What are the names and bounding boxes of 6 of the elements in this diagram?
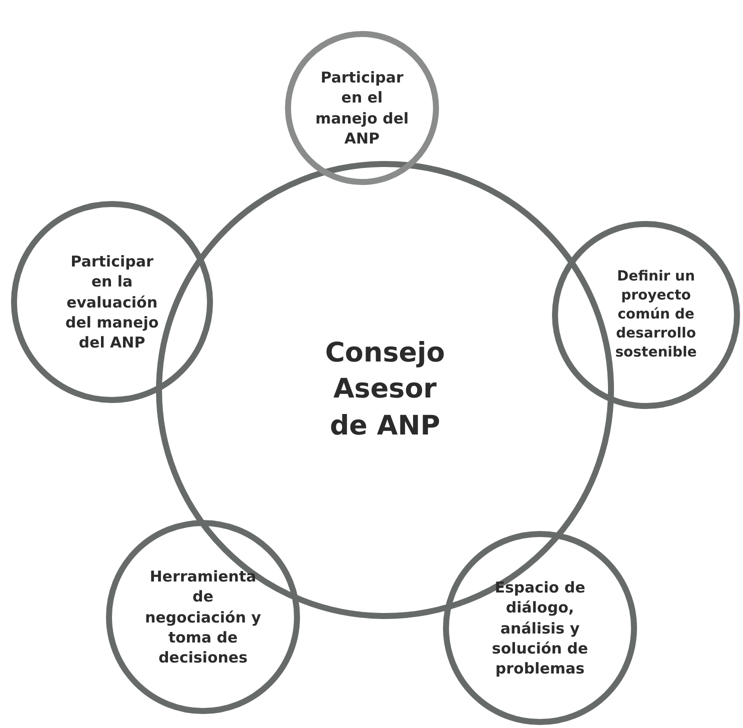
circle-label: Espacio de diálogo, análisis y solución de problemas	[490, 577, 590, 679]
circle-label: Herramienta de negociación y toma de decisiones	[144, 566, 262, 668]
circle-label: Definir un proyecto común de desarrollo sostenible	[614, 268, 698, 362]
circle-label: Participar en el manejo del ANP	[314, 68, 410, 148]
circle-label: Participar en la evaluación del manejo del ANP	[64, 251, 160, 353]
center-title: Consejo Asesor de ANP	[324, 336, 446, 444]
